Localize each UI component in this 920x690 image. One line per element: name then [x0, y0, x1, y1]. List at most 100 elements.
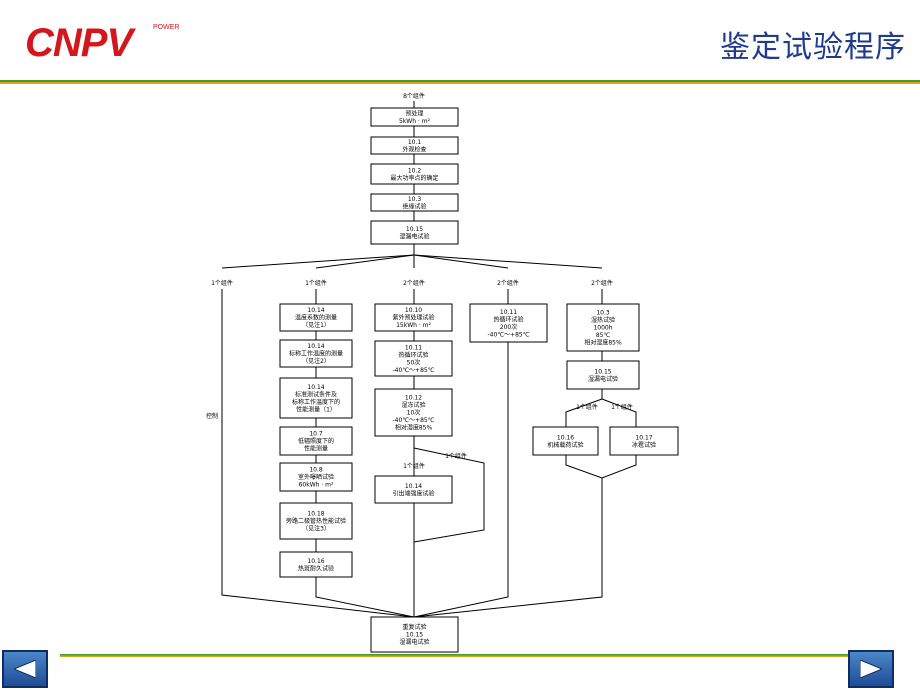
next-slide-button[interactable]: [848, 650, 894, 688]
col4-step-0-text-1: 湿热试验: [591, 316, 615, 324]
header-divider: [0, 80, 920, 84]
col1-step-4-text-0: 10.8: [309, 467, 323, 474]
branch-label-3: 2个组件: [497, 279, 519, 287]
col4-step-0-text-2: 1000h: [593, 325, 612, 332]
branch-label-0: 1个组件: [211, 279, 233, 287]
cnpv-logo: CNPV POWER: [25, 21, 179, 65]
branch-label-1: 1个组件: [305, 279, 327, 287]
col3-step-text-1: 热循环试验: [493, 315, 523, 323]
col1-step-4-text-2: 60kWh · m²: [299, 482, 334, 489]
col2-step-0-text-2: 15kWh · m²: [396, 322, 431, 329]
col4-step-1: [566, 360, 640, 390]
col4-step-0-text-0: 10.3: [596, 310, 610, 317]
col1-step-2-text-0: 10.14: [307, 384, 324, 391]
col4-sub-step-0-text-1: 机械载荷试验: [547, 441, 583, 449]
col4-split-left: [565, 389, 603, 427]
col4-step-1-text-1: 湿漏电试验: [588, 375, 618, 383]
final-step-text-0: 重复试验: [402, 623, 426, 631]
col1-step-0-text-0: 10.14: [307, 307, 324, 314]
control-path: [221, 289, 415, 618]
col2-step-0-text-1: 紫外预处理试验: [392, 314, 434, 322]
col3-step-text-3: -40℃～+85℃: [488, 331, 530, 338]
col1-step-0-text-1: 温度系数的测量: [295, 314, 337, 322]
col1-step-2-text-1: 标准测试条件及: [295, 390, 337, 398]
chain-step-3-text-1: 绝缘试验: [402, 202, 426, 210]
branch-label-4: 2个组件: [591, 279, 613, 287]
col2-step-0-text-0: 10.10: [405, 307, 422, 314]
col4-sub-step-0-text-0: 10.16: [557, 434, 574, 441]
col1-step-3-text-0: 10.7: [309, 431, 323, 438]
col4-split-right: [601, 398, 637, 427]
col2-sub-label: 1个组件: [403, 462, 425, 470]
col1-step-5-text-2: （见注3）: [302, 525, 330, 533]
col3-step-text-0: 10.11: [500, 309, 517, 316]
col1-step-4-text-1: 室外曝晒试验: [298, 473, 334, 481]
fanout-line-col1: [315, 254, 415, 269]
col1-step-1-text-1: 标称工作温度的测量: [289, 350, 343, 358]
col1-step-1-text-2: （见注2）: [302, 357, 330, 365]
col3-step-text-2: 200次: [500, 323, 517, 331]
fanout-line-col3: [413, 254, 509, 269]
col4-step-0: [566, 303, 640, 352]
col2-sub-step-text-0: 10.14: [405, 483, 422, 490]
col1-step-2-text-2: 标称工作温度下的: [292, 398, 340, 406]
svg-text:CNPV: CNPV: [25, 21, 136, 65]
previous-slide-button[interactable]: [2, 650, 48, 688]
col2-step-2-text-2: 10次: [407, 409, 421, 417]
top-sample-label: 8个组件: [403, 92, 425, 100]
final-step: [370, 616, 459, 653]
col2-step-1-text-3: -40℃～+85℃: [393, 367, 435, 374]
col2-bypass-label: 1个组件: [445, 452, 467, 460]
col4-sub-step-1-text-0: 10.17: [635, 434, 652, 441]
col1-step-6: [279, 551, 353, 578]
branch-label-2: 2个组件: [403, 279, 425, 287]
col4-sub-step-1-text-1: 冰雹试验: [632, 441, 656, 449]
col2-sub-step: [374, 475, 453, 504]
col3-merge: [413, 342, 509, 618]
final-step-text-1: 10.15: [406, 632, 423, 639]
fanout-line-col4: [413, 254, 603, 269]
col1-merge: [315, 577, 415, 618]
col1-step-5: [279, 502, 353, 540]
col1-step-5-text-1: 旁路二极管热性能试验: [286, 517, 346, 525]
final-step-text-2: 湿漏电试验: [399, 638, 429, 646]
col3-step: [469, 303, 548, 343]
col2-step-2-text-1: 湿冻试验: [401, 401, 425, 409]
col4-merge: [413, 478, 603, 618]
col4-step-0-text-4: 相对湿度85%: [584, 339, 622, 347]
left-triangle-icon: [14, 660, 36, 678]
chain-step-1-text-1: 外观检查: [402, 145, 426, 153]
col1-step-2: [279, 377, 353, 419]
col4-step-1-text-0: 10.15: [594, 368, 611, 375]
col1-step-4: [279, 462, 353, 492]
slide-title: 鉴定试验程序: [720, 30, 906, 65]
col1-step-6-text-0: 10.16: [307, 558, 324, 565]
chain-step-2-text-1: 最大功率点的确定: [390, 174, 438, 182]
col1-step-3-text-2: 性能测量: [304, 445, 328, 453]
col2-step-1-text-0: 10.11: [405, 344, 422, 351]
col4-sub-label-1: 1个组件: [611, 403, 633, 411]
col2-step-2-text-3: -40℃～+85℃: [393, 417, 435, 424]
col4-sub-step-1: [609, 426, 679, 456]
col4-join: [565, 455, 637, 479]
col2-step-2-text-4: 相对湿度85%: [395, 424, 433, 432]
col1-step-3-text-1: 低辐照度下的: [298, 437, 334, 445]
chain-step-1-text-0: 10.1: [408, 139, 422, 146]
chain-step-4-text-0: 10.15: [406, 226, 423, 233]
col1-step-3: [279, 426, 353, 456]
col1-step-1-text-0: 10.14: [307, 343, 324, 350]
chain-step-0-text-0: 预处理: [405, 109, 423, 117]
chain-step-4-text-1: 湿漏电试验: [399, 232, 429, 240]
col2-step-1: [374, 340, 453, 377]
col2-bypass: [413, 447, 485, 543]
right-triangle-icon: [860, 660, 882, 678]
col2-step-0: [374, 303, 453, 332]
col2-sub-step-text-1: 引出端强度试验: [392, 489, 434, 497]
control-label: 控制: [206, 412, 218, 420]
svg-text:POWER: POWER: [153, 24, 179, 31]
col2-step-1-text-1: 热循环试验: [398, 351, 428, 359]
footer-divider: [60, 654, 850, 657]
col4-sub-label-0: 1个组件: [576, 403, 598, 411]
chain-step-2-text-0: 10.2: [408, 167, 422, 174]
